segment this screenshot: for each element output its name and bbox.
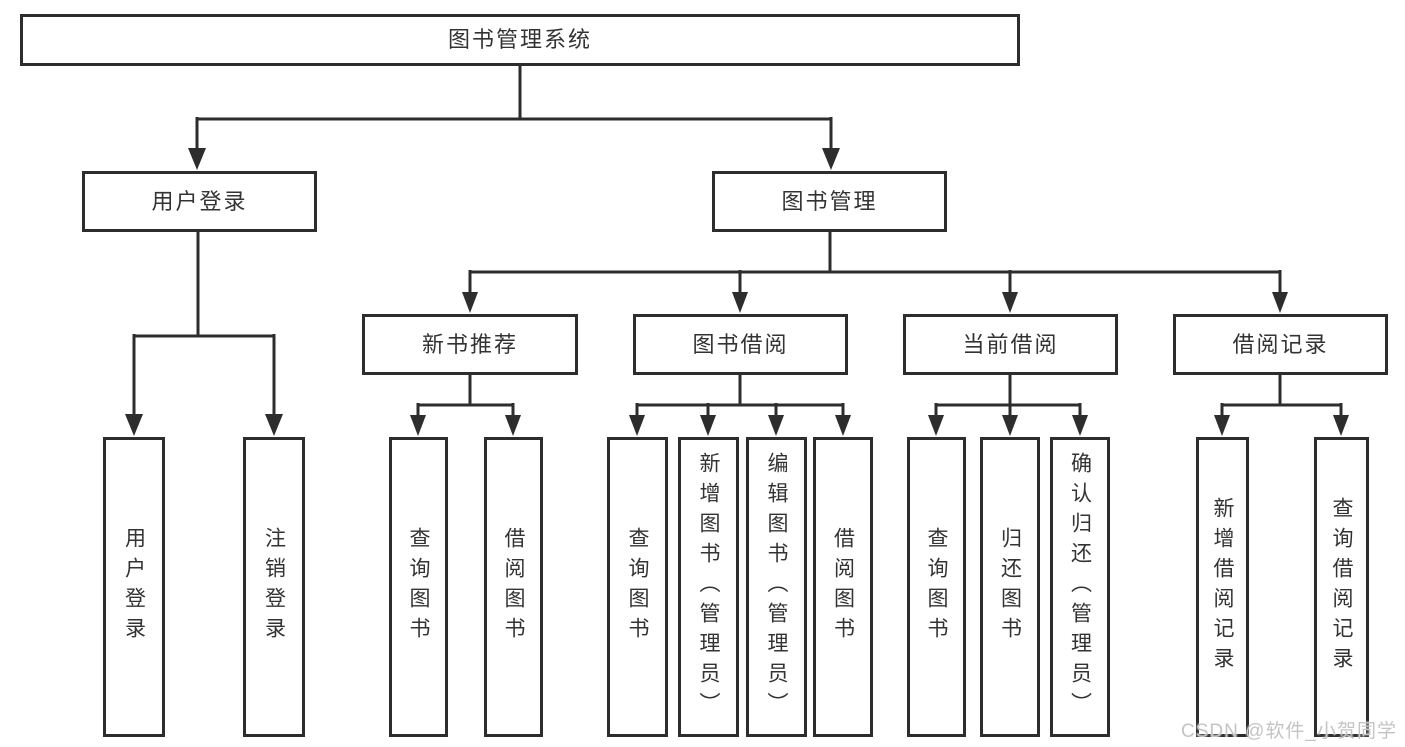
arrowheads	[125, 148, 1349, 436]
node-current-borrow: 当前借阅	[903, 314, 1118, 375]
arrowhead	[928, 415, 944, 436]
arrowhead	[835, 415, 851, 436]
node-book-borrow: 图书借阅	[633, 314, 848, 375]
connector-borrow-to-leaves	[635, 375, 845, 417]
arrowhead	[410, 415, 426, 436]
connector-current-to-leaves	[934, 375, 1082, 417]
connector-records-to-leaves	[1220, 375, 1343, 417]
node-library-management-system: 图书管理系统	[20, 14, 1020, 66]
leaf-add-borrow-record: 新增借阅记录	[1196, 437, 1249, 737]
connector-newbook-to-leaves	[416, 375, 515, 417]
arrowhead	[732, 292, 748, 313]
arrowhead	[1002, 415, 1018, 436]
leaf-query-books-borrow: 查询图书	[607, 437, 668, 737]
leaf-query-books: 查询图书	[389, 437, 448, 737]
arrowhead	[629, 415, 645, 436]
watermark: CSDN @软件_小贺同学	[1181, 721, 1397, 742]
arrowhead	[700, 415, 716, 436]
node-borrow-records: 借阅记录	[1173, 314, 1388, 375]
arrowhead	[265, 414, 283, 436]
arrowhead	[125, 414, 143, 436]
arrowhead	[1333, 415, 1349, 436]
arrowhead	[822, 148, 840, 170]
leaf-borrow-books-2: 借阅图书	[813, 437, 873, 737]
node-user-login: 用户登录	[82, 171, 317, 232]
node-new-book-recommend: 新书推荐	[362, 314, 578, 375]
node-book-management: 图书管理	[712, 171, 947, 232]
arrowhead	[1072, 415, 1088, 436]
arrowhead	[462, 292, 478, 313]
leaf-logout: 注销登录	[243, 437, 305, 737]
leaf-return-books: 归还图书	[980, 437, 1040, 737]
connector-bookmgmt-to-level3	[468, 232, 1282, 294]
leaf-add-books-admin: 新增图书（管理员）	[678, 437, 739, 737]
leaf-query-borrow-record: 查询借阅记录	[1314, 437, 1369, 737]
leaf-edit-books-admin: 编辑图书（管理员）	[746, 437, 807, 737]
leaf-user-login: 用户登录	[103, 437, 165, 737]
connector-userlogin-to-leaves	[132, 232, 276, 416]
arrowhead	[1214, 415, 1230, 436]
arrowhead	[768, 415, 784, 436]
arrowhead	[505, 415, 521, 436]
leaf-borrow-books: 借阅图书	[484, 437, 543, 737]
arrowhead	[1272, 292, 1288, 313]
leaf-confirm-return-admin: 确认归还（管理员）	[1050, 437, 1110, 737]
leaf-query-books-current: 查询图书	[907, 437, 966, 737]
connector-root-to-level2	[195, 65, 833, 150]
arrowhead	[188, 148, 206, 170]
arrowhead	[1002, 292, 1018, 313]
